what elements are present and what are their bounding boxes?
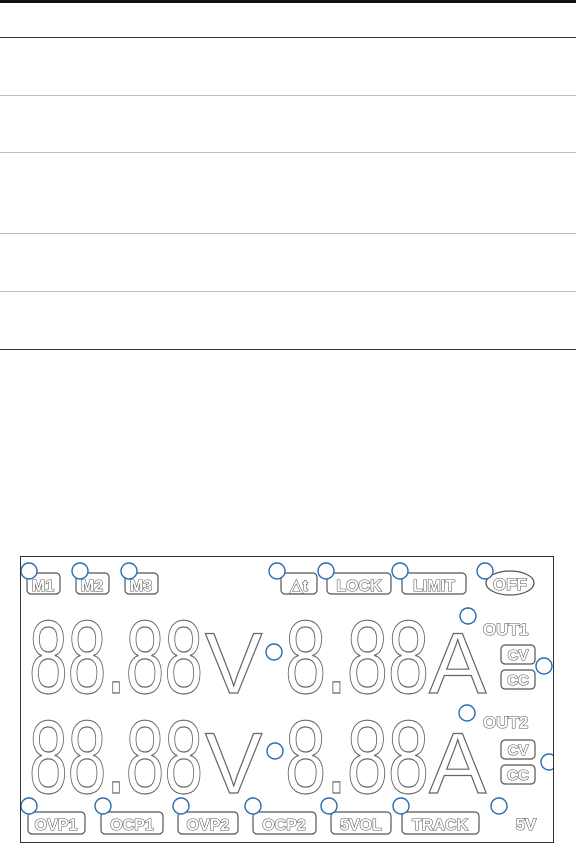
delta-t-indicator-box — [280, 572, 318, 595]
fivev-indicator: 5V — [516, 815, 537, 834]
cc1-indicator-box — [500, 669, 536, 690]
table-row-divider — [0, 95, 576, 96]
table-row — [0, 234, 576, 291]
cv2-indicator-box — [500, 739, 536, 760]
callout-marker — [71, 562, 89, 580]
callout-marker — [535, 657, 553, 675]
off-indicator: OFF — [493, 575, 527, 594]
limit-indicator-box — [401, 572, 467, 595]
fivevol-indicator-box — [330, 811, 392, 835]
limit-indicator: LIMIT — [413, 578, 455, 595]
ovp2-indicator: OVP2 — [187, 817, 230, 834]
m3-indicator: M3 — [130, 578, 152, 595]
ocp2-indicator-box — [252, 811, 317, 835]
lock-indicator: LOCK — [336, 578, 382, 595]
callout-marker — [268, 562, 286, 580]
callout-marker — [172, 797, 190, 815]
table-row — [0, 38, 576, 95]
m1-indicator-box — [26, 572, 61, 595]
track-indicator-box — [401, 811, 480, 835]
m2-indicator-box — [75, 572, 110, 595]
current-2-digits: 8.88 — [285, 700, 429, 816]
out2-label: OUT2 — [483, 713, 528, 732]
callout-marker — [120, 562, 138, 580]
table-top-rule — [0, 0, 576, 3]
ocp1-indicator-box — [100, 811, 164, 835]
table-row-divider — [0, 233, 576, 234]
fivevol-indicator: 5VOL — [340, 817, 382, 834]
callout-marker — [265, 643, 283, 661]
m3-indicator-box — [124, 572, 159, 595]
lcd-display-panel: .lbl { fill: #ffffff; stroke: #555; stro… — [3, 556, 558, 843]
voltage-1-digits: 88.88 — [29, 600, 203, 716]
ovp1-indicator: OVP1 — [35, 817, 78, 834]
table-row-divider — [0, 291, 576, 292]
voltage-1-unit: V — [205, 616, 262, 712]
lock-indicator-box — [326, 572, 392, 595]
cv2-indicator: CV — [508, 742, 529, 759]
callout-marker — [20, 562, 38, 580]
callout-marker — [244, 797, 262, 815]
delta-t-indicator: △t — [289, 578, 308, 595]
voltage-2-digits: 88.88 — [29, 700, 203, 816]
callout-marker — [94, 797, 112, 815]
table-header-rule — [0, 37, 576, 38]
lcd-diagram: .lbl { fill: #ffffff; stroke: #555; stro… — [3, 562, 558, 835]
ocp2-indicator: OCP2 — [262, 817, 306, 834]
voltage-2-unit: V — [205, 716, 262, 812]
callout-marker — [20, 797, 38, 815]
m1-indicator: M1 — [32, 578, 54, 595]
current-1-digits: 8.88 — [285, 600, 429, 716]
callout-marker — [540, 753, 558, 771]
cv1-indicator: CV — [508, 647, 529, 664]
ovp2-indicator-box — [177, 811, 239, 835]
out1-label: OUT1 — [483, 620, 528, 639]
current-2-unit: A — [429, 716, 487, 812]
cv1-indicator-box — [500, 644, 536, 665]
current-1-unit: A — [429, 616, 487, 712]
callout-marker — [476, 562, 494, 580]
track-indicator: TRACK — [412, 817, 468, 834]
cc2-indicator: CC — [507, 767, 529, 784]
table-row — [0, 292, 576, 349]
callout-marker — [317, 562, 335, 580]
table-row-divider — [0, 152, 576, 153]
cc2-indicator-box — [500, 764, 536, 785]
ocp1-indicator: OCP1 — [110, 817, 154, 834]
table-row — [0, 96, 576, 152]
table-row — [0, 153, 576, 233]
off-indicator-ring — [485, 570, 535, 596]
callout-marker — [490, 797, 508, 815]
m2-indicator: M2 — [81, 578, 103, 595]
callout-marker — [266, 742, 284, 760]
callout-marker — [320, 797, 338, 815]
callout-marker — [392, 797, 410, 815]
callout-marker — [391, 562, 409, 580]
ovp1-indicator-box — [27, 811, 86, 835]
table-bottom-rule — [0, 349, 576, 350]
callout-marker — [458, 704, 476, 722]
cc1-indicator: CC — [507, 672, 529, 689]
callout-marker — [459, 607, 477, 625]
